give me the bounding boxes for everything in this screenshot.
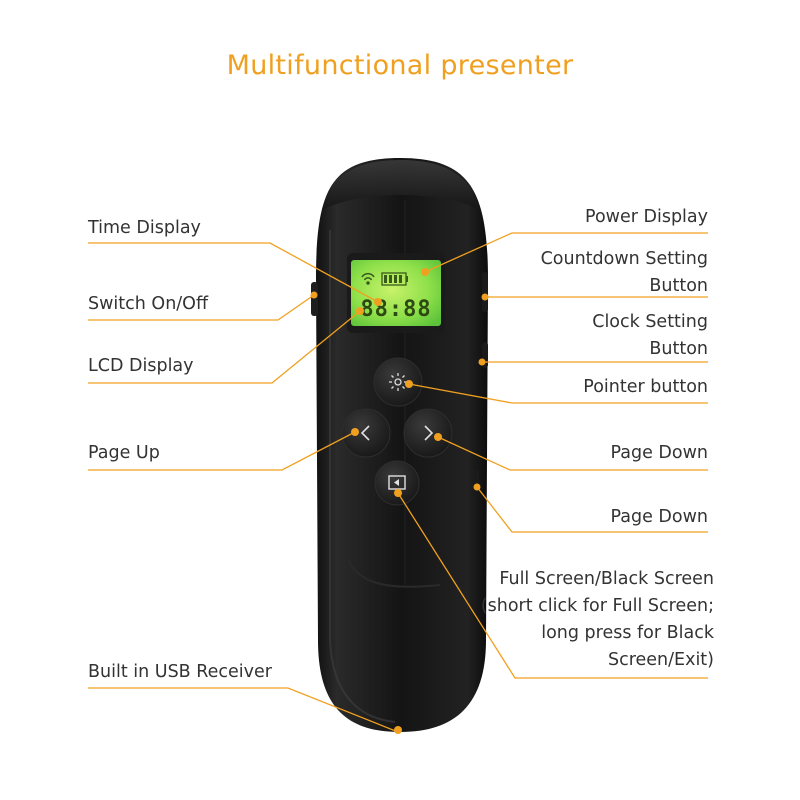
label-fullscreen-line-4: Screen/Exit) [607, 650, 714, 670]
label-built-in-usb: Built in USB Receiver [88, 662, 272, 682]
label-clock-setting: Clock Setting Button [592, 309, 708, 363]
screen-icon [388, 475, 406, 490]
label-lcd-display: LCD Display [88, 356, 194, 376]
label-page-down-2: Page Down [610, 507, 708, 527]
callout-lines [88, 232, 708, 733]
lcd-time-readout: 88:88 [360, 297, 431, 322]
label-countdown-line-1: Countdown Setting [540, 249, 708, 269]
page-down-button[interactable] [403, 408, 453, 458]
chevron-right-icon [424, 425, 434, 441]
callout-power-display [424, 232, 708, 273]
page-up-button[interactable] [341, 408, 391, 458]
label-switch-on-off: Switch On/Off [88, 294, 209, 314]
page-title: Multifunctional presenter [226, 50, 574, 81]
label-power-display: Power Display [585, 207, 708, 227]
lcd-screen: 88:88 [347, 253, 445, 333]
callout-switch [88, 294, 315, 321]
label-pointer-button: Pointer button [583, 377, 708, 397]
callout-dots [310, 268, 489, 734]
label-fullscreen: Full Screen/Black Screen (short click fo… [481, 566, 714, 674]
callout-lcd [88, 310, 361, 384]
label-page-up: Page Up [88, 443, 160, 463]
chevron-left-icon [360, 425, 370, 441]
callout-time-display [88, 242, 379, 303]
label-clock-line-1: Clock Setting [592, 312, 708, 332]
label-fullscreen-line-1: Full Screen/Black Screen [499, 569, 714, 589]
presenter-body [311, 158, 488, 732]
callout-page-down-2 [476, 486, 708, 533]
callout-page-up [88, 431, 356, 471]
label-time-display: Time Display [88, 218, 201, 238]
label-fullscreen-line-3: long press for Black [541, 623, 714, 643]
label-countdown-line-2: Button [649, 276, 708, 296]
label-fullscreen-line-2: (short click for Full Screen; [480, 596, 714, 616]
label-clock-line-2: Button [649, 339, 708, 359]
pointer-button[interactable] [373, 357, 423, 407]
callout-usb [88, 687, 399, 733]
fullscreen-button[interactable] [374, 460, 420, 506]
callout-fullscreen [397, 492, 708, 679]
label-page-down-1: Page Down [610, 443, 708, 463]
sun-icon [389, 373, 407, 391]
wifi-icon [361, 272, 375, 285]
callout-page-down-1 [437, 436, 708, 471]
label-countdown-setting: Countdown Setting Button [541, 246, 708, 300]
battery-icon [381, 272, 408, 286]
callout-pointer [408, 383, 708, 404]
